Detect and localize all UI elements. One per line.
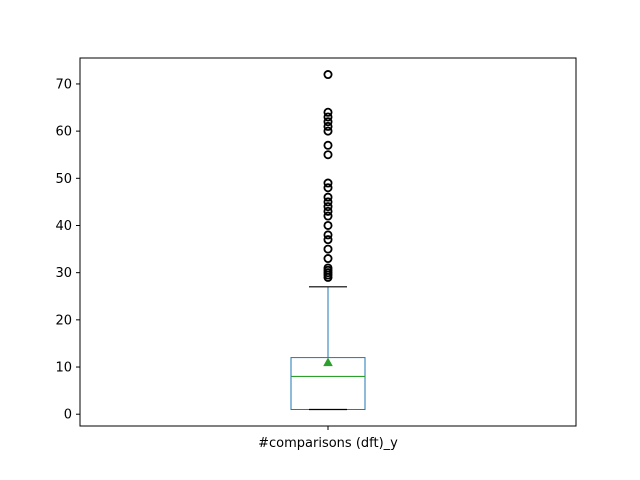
outlier-point — [323, 126, 333, 136]
outlier-point — [323, 178, 333, 188]
outlier-point — [323, 244, 333, 254]
y-tick-label: 60 — [55, 125, 72, 140]
outlier-point — [323, 211, 333, 221]
outlier-point — [323, 117, 333, 127]
y-axis: 0 10 20 30 40 50 60 70 — [55, 77, 80, 423]
outlier-point — [323, 121, 333, 131]
outlier-point — [323, 183, 333, 193]
x-axis: #comparisons (dft)_y — [258, 426, 398, 451]
outlier-point — [323, 150, 333, 160]
outlier-point — [323, 192, 333, 202]
outlier-point — [323, 263, 333, 273]
outlier-point — [323, 107, 333, 117]
y-tick-label: 50 — [55, 172, 72, 187]
outlier-point — [323, 220, 333, 230]
outlier-point — [323, 112, 333, 122]
mean-marker — [323, 357, 333, 367]
outlier-point — [323, 206, 333, 216]
outlier-point — [323, 140, 333, 150]
outlier-point — [323, 197, 333, 207]
outlier-point — [323, 202, 333, 212]
y-tick-label: 20 — [55, 313, 72, 328]
x-tick-label: #comparisons (dft)_y — [258, 436, 398, 451]
outlier-point — [323, 70, 333, 80]
y-tick-label: 0 — [64, 408, 72, 423]
y-tick-label: 30 — [55, 266, 72, 281]
outlier-point — [323, 230, 333, 240]
outlier-point — [323, 235, 333, 245]
y-tick-label: 10 — [55, 361, 72, 376]
box-plot-marks — [290, 70, 366, 411]
y-tick-label: 40 — [55, 219, 72, 234]
plot-frame — [79, 57, 577, 427]
y-tick-label: 70 — [55, 77, 72, 92]
outlier-point — [323, 254, 333, 264]
